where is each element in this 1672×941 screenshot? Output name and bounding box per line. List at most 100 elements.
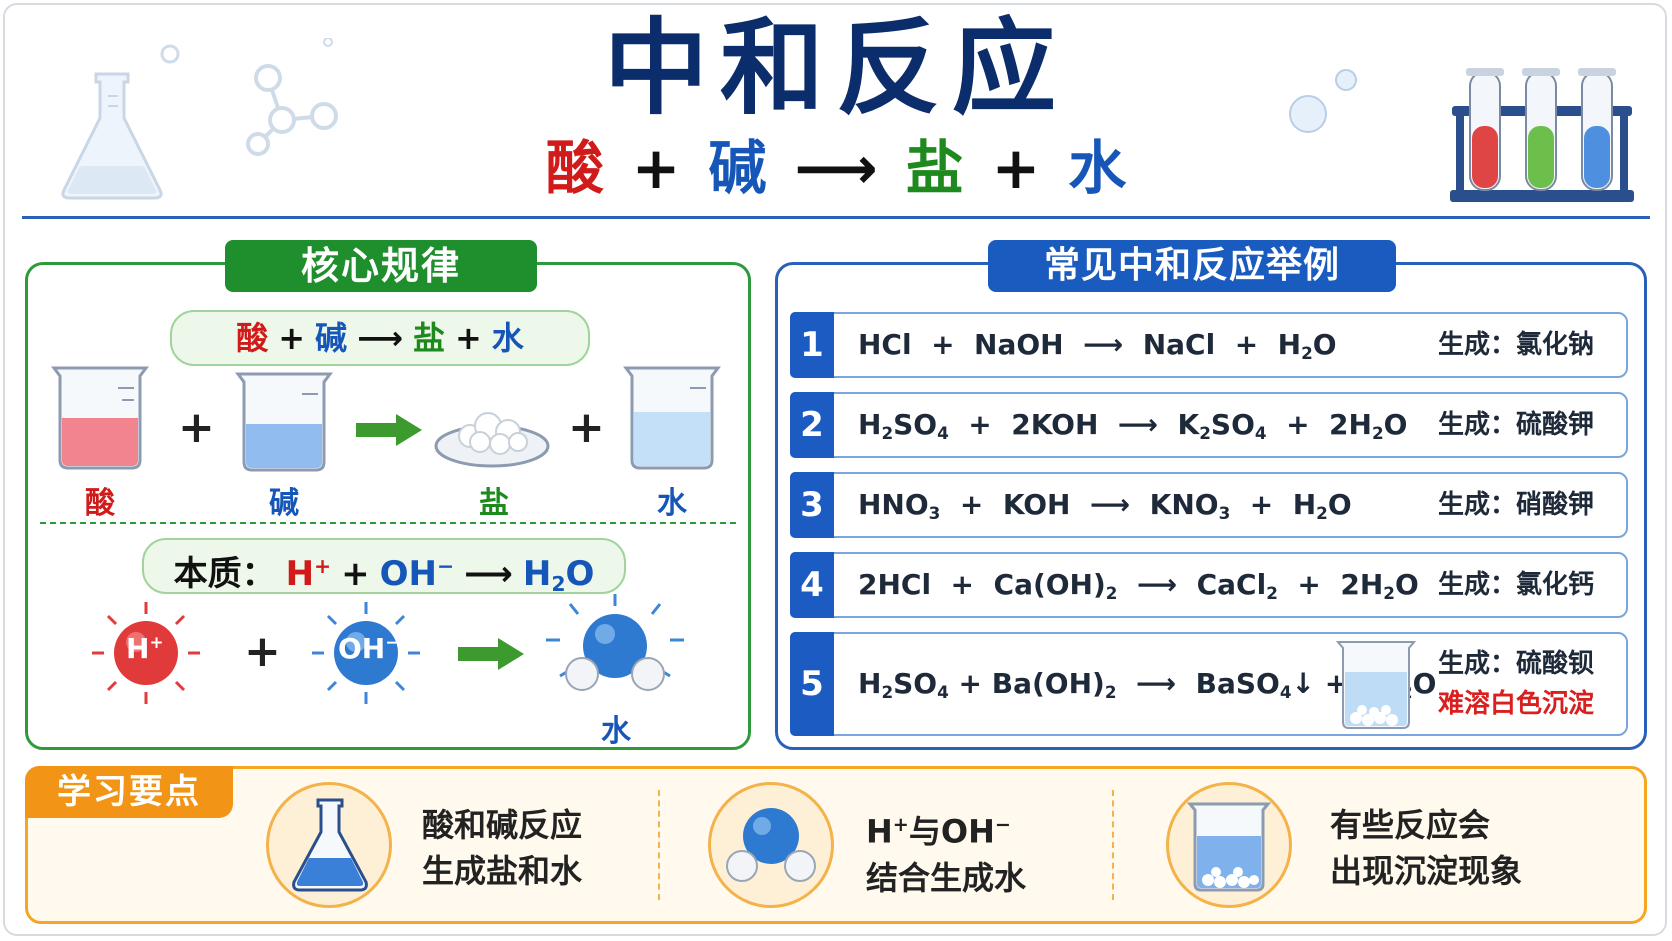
formula-water: 水 [1068,134,1127,202]
essence-oh: OH [379,554,437,595]
reaction-row-5: 5 H2SO4 + Ba(OH)2 ⟶ BaSO4↓ + 2H2O 生成：硫酸钡… [790,632,1630,736]
h-ion-text: H [126,632,150,666]
key-point-separator [658,790,660,900]
precipitate-beaker-icon [1335,641,1417,729]
oh-ion-text: OH [338,632,386,666]
essence-label: 本质： [173,554,276,595]
essence-arrow: ⟶ [464,554,513,595]
row-box [830,472,1628,538]
arrow-icon [356,414,422,446]
key-point-1-line1: 酸和碱反应 [422,806,583,844]
pill-salt: 盐 [412,319,445,357]
essence-h-sup: + [314,554,332,578]
molecule-icon [246,64,338,156]
formula-base: 碱 [708,134,767,202]
examples-tag: 常见中和反应举例 [988,240,1396,292]
key-point-3: 有些反应会 出现沉淀现象 [1330,802,1522,894]
formula-acid: 酸 [545,134,604,202]
h-ion-icon [92,602,200,704]
bubbles-icon [1289,69,1357,133]
essence-h: H [285,554,315,595]
flask-icon-2 [292,798,368,892]
reaction-equation: HCl + NaOH ⟶ NaCl + H2O [858,328,1337,364]
label-salt: 盐 [479,486,509,521]
bubble-icon [160,38,333,64]
row-number: 2 [790,392,834,458]
reaction-row-2: 2 H2SO4 + 2KOH ⟶ K2SO4 + 2H2O 生成：硫酸钾 [790,392,1630,458]
kp2-h-sup: + [892,813,909,836]
oh-ion-icon [312,602,420,704]
reaction-product: 生成：硫酸钾 [1438,410,1595,440]
plus-sign-2: + [568,402,605,453]
reaction-product: 生成：氯化钠 [1438,330,1595,360]
core-rule-tag: 核心规律 [225,240,537,292]
label-acid: 酸 [85,486,115,521]
kp2-oh: 与OH [908,812,995,851]
beaker-icon [1186,802,1272,892]
kp2-h: H [866,812,893,851]
dashed-divider [40,522,736,524]
reaction-product: 生成：硝酸钾 [1438,490,1595,520]
essence-pill: 本质：H++OH−⟶H2O [142,538,626,597]
page-title: 中和反应 [603,7,1068,129]
water-molecule-icon [546,594,684,691]
reaction-equation: 2HCl + Ca(OH)2 ⟶ CaCl2 + 2H2O [858,568,1419,604]
key-point-3-line1: 有些反应会 [1330,806,1491,844]
salt-dish-icon [434,412,550,468]
oh-ion-label: OH− [338,632,399,665]
essence-h2o-h: H [522,554,552,595]
reaction-equation: HNO3 + KOH ⟶ KNO3 + H2O [858,488,1352,524]
pill-arrow: ⟶ [357,319,403,357]
essence-oh-sup: − [437,554,455,578]
key-point-2-line1: H+与OH− [866,802,1026,855]
essence-h2o-o: O [565,554,595,595]
label-water-2: 水 [601,714,631,749]
key-point-separator-2 [1112,790,1114,900]
label-base: 碱 [269,486,299,521]
row-number: 1 [790,312,834,378]
reaction-row-1: 1 HCl + NaOH ⟶ NaCl + H2O 生成：氯化钠 [790,312,1630,378]
formula-plus-2: + [991,134,1041,202]
oh-ion-sup: − [385,632,400,652]
acid-beaker-icon [51,366,149,470]
reaction-product: 生成：氯化钙 [1438,570,1595,600]
row-number: 4 [790,552,834,618]
word-equation-pill: 酸+碱⟶盐+水 [170,310,590,366]
header-divider [22,216,1650,219]
water-molecule-icon-2 [726,808,816,882]
formula-arrow: ⟶ [794,134,878,202]
pill-plus: + [278,319,306,357]
plus-sign: + [178,402,215,453]
reaction-row-4: 4 2HCl + Ca(OH)2 ⟶ CaCl2 + 2H2O 生成：氯化钙 [790,552,1630,618]
row-box [830,312,1628,378]
key-point-1-line2: 生成盐和水 [422,852,583,890]
label-water: 水 [657,486,687,521]
pill-plus-2: + [454,319,482,357]
reaction-equation: H2SO4 + 2KOH ⟶ K2SO4 + 2H2O [858,408,1408,444]
kp2-oh-sup: − [994,813,1011,836]
reaction-row-3: 3 HNO3 + KOH ⟶ KNO3 + H2O 生成：硝酸钾 [790,472,1630,538]
reaction-product: 生成：硫酸钡 [1438,649,1595,679]
key-point-2-line2: 结合生成水 [866,858,1027,897]
key-point-3-line2: 出现沉淀现象 [1330,852,1523,890]
essence-plus: + [341,554,370,595]
plus-sign-3: + [244,626,281,677]
base-beaker-icon [235,372,333,472]
essence-h2o-sub: 2 [551,572,566,597]
precipitate-note: 难溶白色沉淀 [1438,689,1595,719]
pill-base: 碱 [315,319,348,357]
formula-plus: + [631,134,681,202]
row-box [830,392,1628,458]
flask-icon [61,72,163,200]
row-box [830,632,1628,736]
key-point-1: 酸和碱反应 生成盐和水 [422,802,582,894]
row-number: 3 [790,472,834,538]
pill-water: 水 [491,319,524,357]
main-formula: 酸+碱⟶盐+水 [0,128,1672,208]
row-number: 5 [790,632,834,736]
key-points-tag: 学习要点 [25,766,233,818]
pill-acid: 酸 [236,319,269,357]
arrow-icon-2 [458,638,524,670]
reaction-product-5: 生成：硫酸钡 难溶白色沉淀 [1438,644,1594,724]
water-beaker-icon [623,366,721,470]
